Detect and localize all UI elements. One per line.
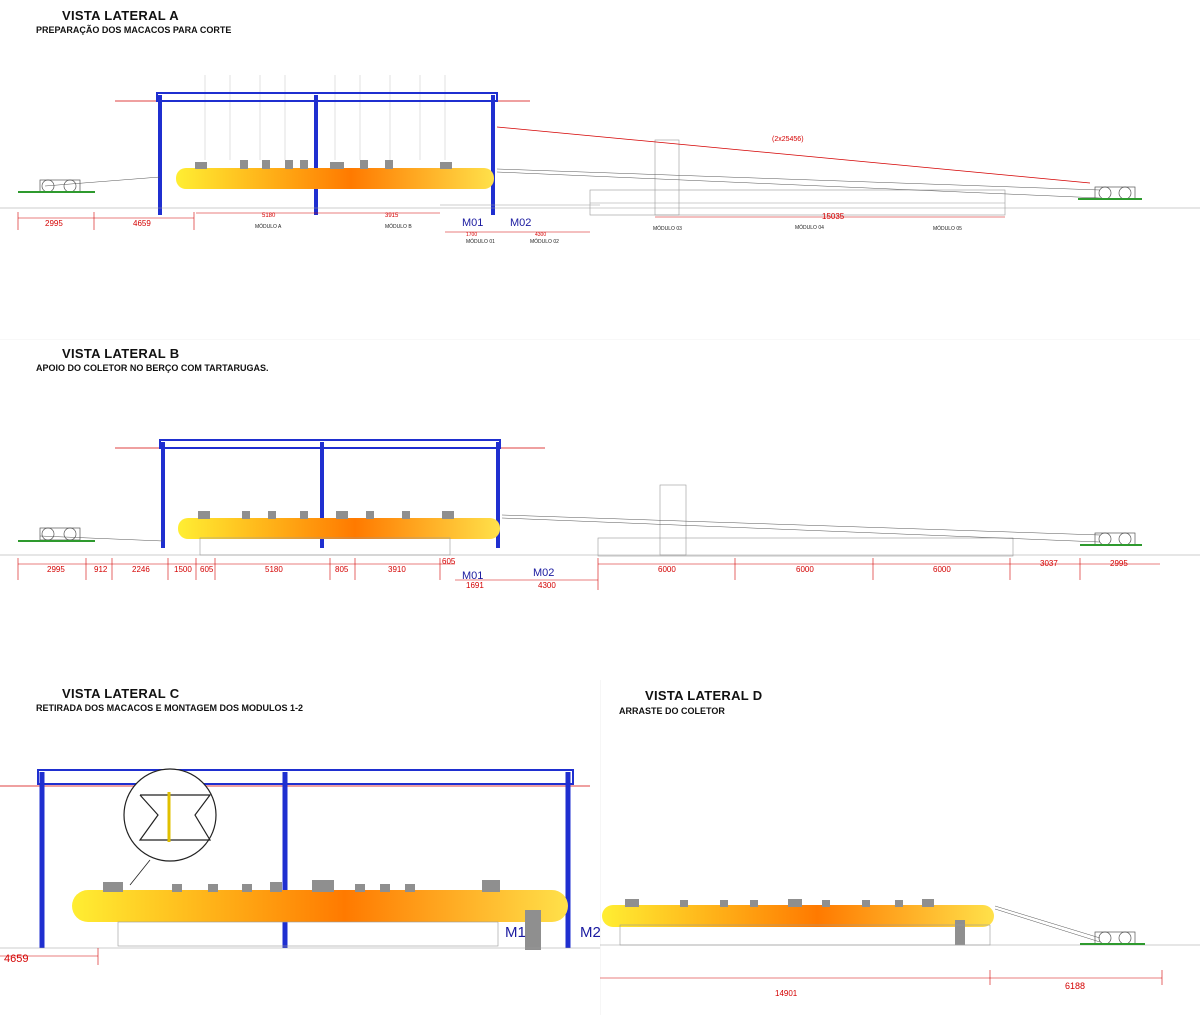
view-b-winch-right bbox=[1080, 532, 1142, 546]
view-a-drawing: 2995 4659 5180 3915 15035 1700 4300 (2x2… bbox=[0, 75, 1200, 340]
view-b-dim-6000-a: 6000 bbox=[658, 565, 676, 574]
view-b-dim-4300: 4300 bbox=[538, 581, 556, 590]
view-a-dim-3915: 3915 bbox=[385, 213, 399, 219]
view-d-collector-pipe bbox=[602, 905, 994, 927]
view-a-module-04: MÓDULO 04 bbox=[795, 224, 824, 231]
view-b-dim-2246: 2246 bbox=[132, 565, 150, 574]
view-c-dim-4659: 4659 bbox=[4, 953, 28, 965]
view-a-collector-pipe bbox=[176, 168, 494, 189]
view-b-dim-6000-b: 6000 bbox=[796, 565, 814, 574]
view-b-dim-6000-c: 6000 bbox=[933, 565, 951, 574]
view-b-dim-5180: 5180 bbox=[265, 565, 283, 574]
view-b-dim-2995-left: 2995 bbox=[47, 565, 65, 574]
view-c-subtitle: RETIRADA DOS MACACOS E MONTAGEM DOS MODU… bbox=[36, 703, 304, 713]
view-a-dim-1700: 1700 bbox=[466, 232, 477, 238]
view-c-drawing: 4659 M1 M2 bbox=[0, 768, 600, 965]
view-b-dim-1500: 1500 bbox=[174, 565, 192, 574]
view-a-title: VISTA LATERAL A bbox=[62, 8, 179, 23]
view-d-title: VISTA LATERAL D bbox=[645, 688, 763, 703]
view-c-frame bbox=[37, 769, 574, 948]
view-c-collector-pipe bbox=[72, 890, 568, 922]
view-a-dim-4300: 4300 bbox=[535, 232, 546, 238]
view-b-dim-1691: 1691 bbox=[466, 581, 484, 590]
view-a-module-02: MÓDULO 02 bbox=[530, 238, 559, 245]
view-a-winch-left bbox=[18, 179, 95, 193]
view-a-dim-5180: 5180 bbox=[262, 213, 276, 219]
view-b-dim-912: 912 bbox=[94, 565, 108, 574]
view-c-detail-callout bbox=[123, 768, 217, 886]
view-b-dim-805: 805 bbox=[335, 565, 349, 574]
view-d-drawing: 14901 6188 bbox=[600, 680, 1200, 1015]
view-b-dim-2995-right: 2995 bbox=[1110, 559, 1128, 568]
view-d-dim-14901: 14901 bbox=[775, 989, 798, 998]
view-c-title: VISTA LATERAL C bbox=[62, 686, 180, 701]
view-b-dim-3910: 3910 bbox=[388, 565, 406, 574]
view-b-drawing: 2995 912 2246 1500 605 5180 805 3910 605… bbox=[0, 439, 1200, 590]
view-b-collector-pipe bbox=[178, 518, 500, 539]
view-b-title: VISTA LATERAL B bbox=[62, 346, 180, 361]
view-b-winch-left bbox=[18, 527, 95, 542]
view-a-marker-m01: M01 bbox=[462, 217, 483, 229]
view-b-marker-m01: M01 bbox=[462, 570, 483, 582]
view-b-dim-605-a: 605 bbox=[200, 565, 214, 574]
view-a-module-03: MÓDULO 03 bbox=[653, 225, 682, 232]
view-b-marker-m02: M02 bbox=[533, 567, 554, 579]
view-c-marker-m2: M2 bbox=[580, 924, 600, 941]
view-a-dim-15035: 15035 bbox=[822, 212, 845, 221]
view-a-module-b: MÓDULO B bbox=[385, 223, 412, 230]
view-b-dim-605-b: 605 bbox=[442, 557, 456, 566]
view-d-dim-6188: 6188 bbox=[1065, 981, 1085, 991]
view-c-marker-m1: M1 bbox=[505, 924, 526, 941]
view-d-subtitle: ARRASTE DO COLETOR bbox=[619, 706, 725, 716]
view-a-subtitle: PREPARAÇÃO DOS MACACOS PARA CORTE bbox=[36, 25, 232, 35]
view-b-dim-3037: 3037 bbox=[1040, 559, 1058, 568]
view-a-module-a: MÓDULO A bbox=[255, 223, 282, 230]
view-a-frame bbox=[156, 92, 498, 215]
view-a-dim-cable: (2x25456) bbox=[772, 136, 804, 143]
view-d-winch bbox=[1080, 931, 1145, 945]
view-b-subtitle: APOIO DO COLETOR NO BERÇO COM TARTARUGAS… bbox=[36, 363, 269, 373]
view-a-marker-m02: M02 bbox=[510, 217, 531, 229]
view-a-dim-2995: 2995 bbox=[45, 219, 63, 228]
view-a-module-05: MÓDULO 05 bbox=[933, 225, 962, 232]
view-a-winch-right bbox=[1078, 186, 1142, 200]
view-a-module-01: MÓDULO 01 bbox=[466, 238, 495, 245]
view-a-dim-4659: 4659 bbox=[133, 219, 151, 228]
